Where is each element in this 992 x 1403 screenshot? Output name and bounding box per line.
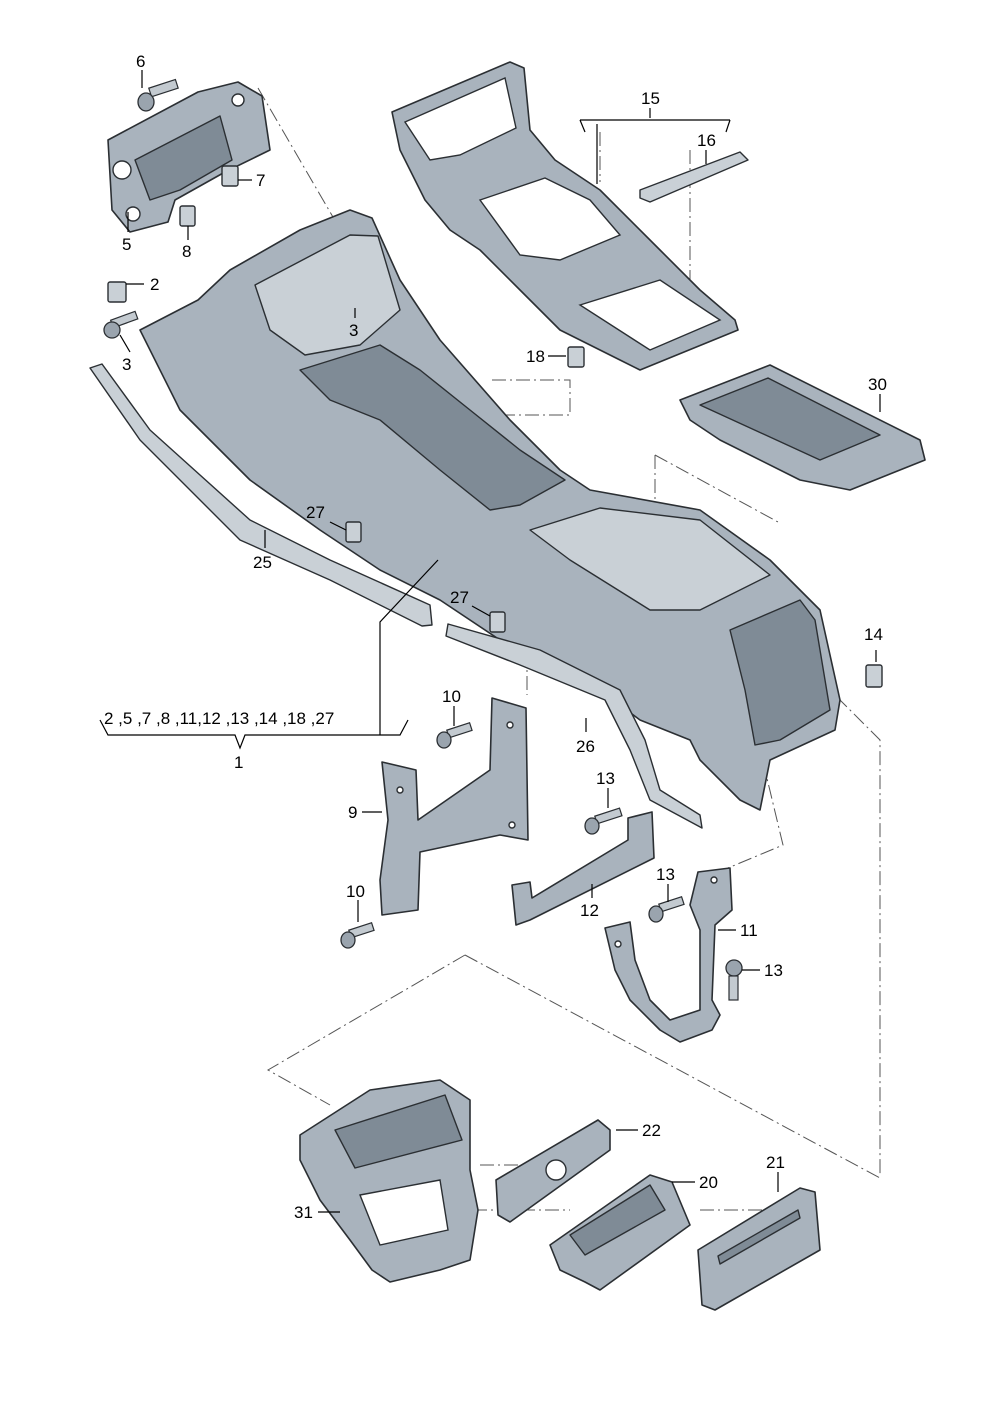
trim-piece-16-part — [639, 151, 749, 203]
trim-frame-15-part — [391, 61, 739, 371]
bolt-10-lower-icon — [340, 922, 375, 949]
callout-20: 20 — [699, 1173, 718, 1192]
storage-module-20-part — [549, 1174, 691, 1291]
callout-22: 22 — [642, 1121, 661, 1140]
cover-22-part — [495, 1119, 611, 1223]
callout-14: 14 — [864, 625, 883, 644]
clip-27-upper-icon — [345, 521, 362, 543]
vent-housing-31-part — [299, 1079, 479, 1283]
callout-16: 16 — [697, 131, 716, 150]
bracket-11-part — [604, 867, 733, 1043]
clip-18-icon — [567, 346, 585, 368]
strut-12-part — [511, 811, 655, 926]
callout-5: 5 — [122, 235, 131, 254]
front-bracket-part — [107, 81, 271, 233]
callout-15: 15 — [641, 89, 660, 108]
callout-10-upper: 10 — [442, 687, 461, 706]
bolt-3-left-icon — [103, 310, 139, 339]
storage-tray-30-part — [679, 364, 926, 491]
callout-30: 30 — [868, 375, 887, 394]
bolt-6-icon — [137, 78, 179, 112]
callout-21: 21 — [766, 1153, 785, 1172]
callout-6: 6 — [136, 52, 145, 71]
callout-13-upper: 13 — [596, 769, 615, 788]
bolt-13-upper-icon — [584, 807, 623, 835]
trim-strip-26-part — [445, 623, 703, 829]
bolt-13-lower-icon — [725, 959, 743, 1001]
callout-13-lower: 13 — [764, 961, 783, 980]
callout-1: 1 — [234, 753, 243, 772]
clip-27-lower-icon — [489, 611, 506, 633]
callout-9: 9 — [348, 803, 357, 822]
callout-7: 7 — [256, 171, 265, 190]
callout-13-middle: 13 — [656, 865, 675, 884]
callout-3-left: 3 — [122, 355, 131, 374]
trim-strip-25-part — [89, 363, 433, 627]
callout-12: 12 — [580, 901, 599, 920]
clip-2-icon — [107, 281, 127, 303]
callout-27-lower: 27 — [450, 588, 469, 607]
bolt-13-middle-icon — [648, 896, 685, 923]
bolt-10-upper-icon — [436, 722, 473, 749]
clip-14-icon — [865, 664, 883, 688]
callout-27-upper: 27 — [306, 503, 325, 522]
callout-11: 11 — [740, 921, 758, 940]
callout-2: 2 — [150, 275, 159, 294]
callout-1-list: 2 ,5 ,7 ,8 ,11,12 ,13 ,14 ,18 ,27 — [104, 709, 334, 728]
callout-31: 31 — [294, 1203, 313, 1222]
clip-7-icon — [221, 165, 239, 187]
callout-labels: 6 7 5 8 2 3 3 15 16 18 30 27 25 27 14 2 … — [104, 52, 887, 1222]
bracket-9-part — [379, 697, 529, 916]
clip-8-icon — [179, 205, 196, 227]
callout-26: 26 — [576, 737, 595, 756]
leader-lines — [99, 70, 881, 1213]
callout-10-lower: 10 — [346, 882, 365, 901]
callout-8: 8 — [182, 242, 191, 261]
callout-18: 18 — [526, 347, 545, 366]
panel-21-part — [697, 1187, 821, 1311]
console-body-part — [139, 209, 841, 811]
callout-3-console: 3 — [349, 321, 358, 340]
callout-25: 25 — [253, 553, 272, 572]
